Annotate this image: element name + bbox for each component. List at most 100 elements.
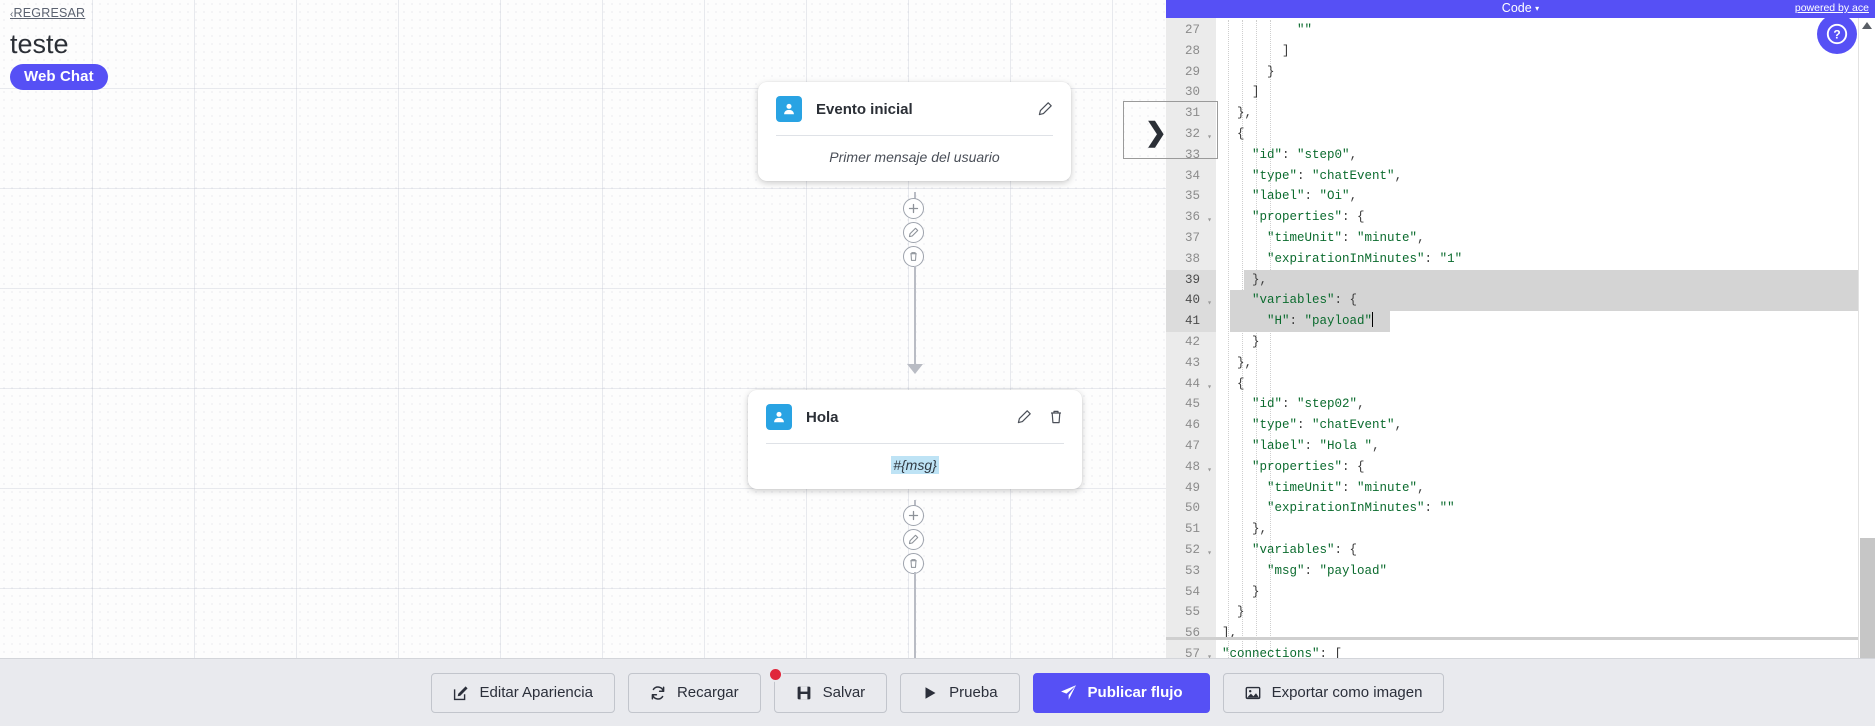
- editor-line[interactable]: }: [1222, 64, 1275, 79]
- code-fold-toggle-icon[interactable]: ▾: [1207, 382, 1212, 392]
- editor-line[interactable]: "expirationInMinutes": "": [1267, 501, 1455, 516]
- editor-line[interactable]: "id": "step02",: [1252, 397, 1365, 412]
- editor-line[interactable]: "": [1297, 23, 1313, 37]
- connector-actions-1: [903, 198, 924, 267]
- gutter-line-number[interactable]: 45: [1184, 397, 1200, 412]
- flow-canvas[interactable]: ‹REGRESAR teste Web Chat Eve: [0, 0, 1166, 658]
- editor-line[interactable]: ],: [1222, 626, 1238, 641]
- editor-line[interactable]: ]: [1222, 85, 1260, 100]
- gutter-line-number[interactable]: 44▾: [1166, 374, 1216, 395]
- gutter-line-number[interactable]: 34: [1184, 168, 1200, 183]
- gutter-line-number[interactable]: 47: [1184, 438, 1200, 453]
- code-fold-toggle-icon[interactable]: ▾: [1207, 652, 1212, 658]
- gutter-line-number[interactable]: 36▾: [1166, 207, 1216, 228]
- editor-line[interactable]: "expirationInMinutes": "1": [1267, 251, 1463, 266]
- edit-connector-button-1[interactable]: [903, 222, 924, 243]
- delete-icon[interactable]: [1048, 409, 1064, 425]
- editor-line[interactable]: }: [1222, 334, 1260, 349]
- flow-node-card[interactable]: Evento inicial Primer mensaje del usuari…: [758, 82, 1071, 181]
- edit-connector-button-2[interactable]: [903, 529, 924, 550]
- gutter-line-number[interactable]: 35: [1184, 189, 1200, 204]
- code-fold-chevron-icon[interactable]: ❯: [1145, 117, 1167, 147]
- ace-credit-link[interactable]: powered by ace: [1794, 2, 1869, 14]
- edit-icon[interactable]: [1016, 409, 1032, 425]
- toolbar-button-publicar-flujo[interactable]: Publicar flujo: [1032, 672, 1210, 713]
- scroll-up-icon[interactable]: [1862, 22, 1872, 29]
- gutter-line-number[interactable]: 50: [1184, 501, 1200, 516]
- gutter-line-number[interactable]: 31: [1184, 106, 1200, 121]
- toolbar-button-salvar[interactable]: Salvar: [767, 666, 888, 713]
- back-link[interactable]: ‹REGRESAR: [10, 6, 85, 20]
- editor-content[interactable]: "" ] } ] }, { "id": "step0", "type": "ch…: [1216, 18, 1875, 658]
- help-button[interactable]: ?: [1817, 14, 1857, 54]
- editor-line[interactable]: {: [1222, 126, 1245, 141]
- editor-line[interactable]: "variables": {: [1252, 542, 1358, 557]
- edit-icon[interactable]: [1037, 101, 1053, 117]
- code-fold-toggle-icon[interactable]: ▾: [1207, 548, 1212, 558]
- editor-line[interactable]: },: [1222, 355, 1253, 370]
- add-node-button-2[interactable]: [903, 505, 924, 526]
- add-node-button-1[interactable]: [903, 198, 924, 219]
- code-fold-toggle-icon[interactable]: ▾: [1207, 132, 1212, 142]
- editor-line[interactable]: },: [1222, 522, 1268, 537]
- code-fold-toggle-icon[interactable]: ▾: [1207, 299, 1212, 309]
- gutter-line-number[interactable]: 37: [1184, 230, 1200, 245]
- gutter-line-number[interactable]: 53: [1184, 563, 1200, 578]
- toolbar-button-editar-apariencia[interactable]: Editar Apariencia: [430, 672, 615, 713]
- editor-line[interactable]: "H": "payload": [1267, 312, 1374, 329]
- editor-line[interactable]: "type": "chatEvent",: [1252, 168, 1403, 183]
- editor-line[interactable]: },: [1222, 272, 1268, 287]
- editor-line[interactable]: "msg": "payload": [1267, 563, 1388, 578]
- code-fold-toggle-icon[interactable]: ▾: [1207, 216, 1212, 226]
- gutter-line-number[interactable]: 27: [1184, 23, 1200, 37]
- code-fold-toggle-icon[interactable]: ▾: [1207, 465, 1212, 475]
- gutter-line-number[interactable]: 48▾: [1166, 457, 1216, 478]
- gutter-line-number[interactable]: 41: [1166, 311, 1216, 332]
- editor-line[interactable]: }: [1222, 584, 1260, 599]
- delete-connector-button-1[interactable]: [903, 246, 924, 267]
- editor-line[interactable]: "connections": [: [1222, 646, 1343, 658]
- toolbar-button-recargar[interactable]: Recargar: [627, 672, 761, 713]
- gutter-line-number[interactable]: 54: [1184, 584, 1200, 599]
- gutter-line-number[interactable]: 52▾: [1166, 540, 1216, 561]
- editor-line[interactable]: "variables": {: [1252, 293, 1358, 308]
- gutter-line-number[interactable]: 56: [1184, 626, 1200, 641]
- gutter-line-number[interactable]: 30: [1184, 85, 1200, 100]
- flow-node-card[interactable]: Hola #{msg}: [748, 390, 1082, 489]
- gutter-line-number[interactable]: 55: [1184, 605, 1200, 620]
- gutter-line-number[interactable]: 46: [1184, 418, 1200, 433]
- code-panel-title[interactable]: Code ▾: [1166, 1, 1875, 15]
- delete-connector-button-2[interactable]: [903, 553, 924, 574]
- gutter-line-number[interactable]: 32▾: [1166, 124, 1216, 145]
- editor-horizontal-scrollbar[interactable]: [1166, 637, 1858, 640]
- editor-line[interactable]: }: [1222, 605, 1245, 620]
- gutter-line-number[interactable]: 28: [1184, 43, 1200, 58]
- toolbar-button-exportar-como-imagen[interactable]: Exportar como imagen: [1222, 672, 1445, 713]
- editor-line[interactable]: ]: [1222, 43, 1290, 58]
- gutter-line-number[interactable]: 57▾: [1166, 644, 1216, 658]
- editor-line[interactable]: "label": "Oi",: [1252, 189, 1358, 204]
- gutter-line-number[interactable]: 40▾: [1166, 290, 1216, 312]
- editor-line[interactable]: {: [1222, 376, 1245, 391]
- gutter-line-number[interactable]: 29: [1184, 64, 1200, 79]
- gutter-line-number[interactable]: 33: [1184, 147, 1200, 162]
- editor-line[interactable]: "timeUnit": "minute",: [1267, 480, 1425, 495]
- editor-line[interactable]: "type": "chatEvent",: [1252, 418, 1403, 433]
- gutter-line-number[interactable]: 42: [1184, 334, 1200, 349]
- gutter-line-number[interactable]: 51: [1184, 522, 1200, 537]
- scrollbar-thumb[interactable]: [1860, 538, 1875, 658]
- gutter-line-number[interactable]: 49: [1184, 480, 1200, 495]
- editor-line[interactable]: "id": "step0",: [1252, 147, 1358, 162]
- gutter-line-number[interactable]: 43: [1184, 355, 1200, 370]
- editor-line[interactable]: "properties": {: [1252, 459, 1365, 474]
- toolbar-button-prueba[interactable]: Prueba: [900, 672, 1020, 713]
- editor-scrollbar[interactable]: [1858, 18, 1875, 658]
- editor-line[interactable]: "timeUnit": "minute",: [1267, 230, 1425, 245]
- editor-line[interactable]: },: [1222, 106, 1253, 121]
- gutter-line-number[interactable]: 38: [1184, 251, 1200, 266]
- editor-line[interactable]: "properties": {: [1252, 210, 1365, 225]
- gutter-line-number[interactable]: 39: [1166, 269, 1216, 291]
- editor-line[interactable]: "label": "Hola ",: [1252, 438, 1380, 453]
